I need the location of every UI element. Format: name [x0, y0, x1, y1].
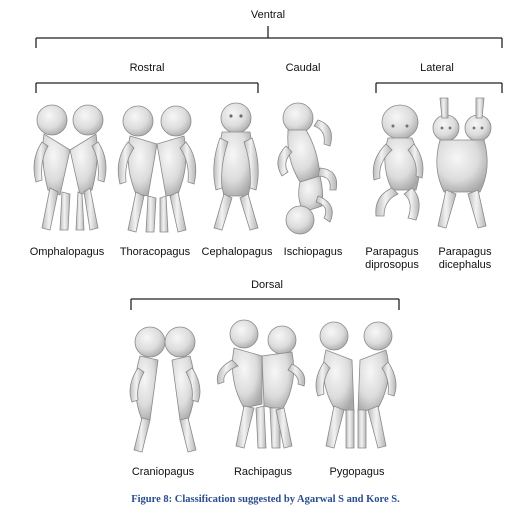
ischiopagus-illustration [277, 102, 338, 235]
group-label-lateral: Lateral [417, 62, 457, 75]
label-parapagus-diprosopus-line1: Parapagus [365, 246, 419, 258]
figure-caption: Figure 8: Classification suggested by Ag… [131, 494, 400, 505]
lateral-bracket [375, 82, 503, 93]
label-omphalopagus: Omphalopagus [29, 246, 105, 258]
label-parapagus-diprosopus-line2: diprosopus [365, 259, 419, 271]
group-label-rostral: Rostral [126, 62, 168, 75]
label-parapagus-dicephalus-line2: dicephalus [438, 259, 492, 271]
parapagus-dicephalus-illustration [432, 97, 492, 229]
label-pygopagus: Pygopagus [329, 466, 385, 478]
label-rachipagus: Rachipagus [233, 466, 293, 478]
pygopagus-illustration [315, 321, 397, 449]
craniopagus-illustration [129, 326, 201, 453]
group-label-caudal: Caudal [282, 62, 324, 75]
label-ischiopagus: Ischiopagus [283, 246, 343, 258]
rachipagus-illustration [216, 319, 306, 449]
rostral-bracket [35, 82, 259, 93]
dorsal-bracket [130, 298, 400, 310]
thoracopagus-illustration [117, 105, 197, 233]
label-cephalopagus: Cephalopagus [201, 246, 273, 258]
label-craniopagus: Craniopagus [131, 466, 195, 478]
cephalopagus-illustration [213, 102, 259, 231]
omphalopagus-illustration [33, 104, 107, 231]
group-label-ventral: Ventral [247, 9, 289, 22]
ventral-bracket [35, 26, 503, 48]
group-label-dorsal: Dorsal [248, 279, 286, 292]
parapagus-diprosopus-illustration [372, 104, 424, 221]
label-thoracopagus: Thoracopagus [119, 246, 191, 258]
label-parapagus-dicephalus-line1: Parapagus [438, 246, 492, 258]
